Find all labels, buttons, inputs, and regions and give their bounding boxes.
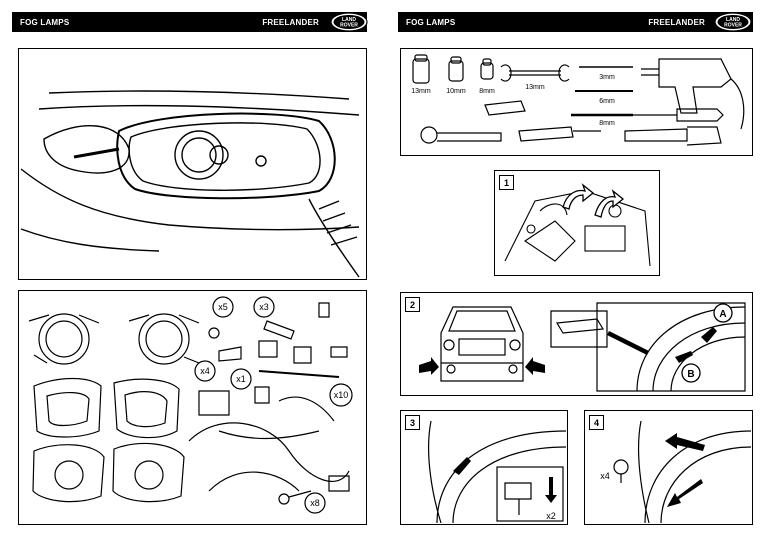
qty-badge-x8: x8 [304, 492, 326, 514]
step-2-drawing: A B [419, 302, 746, 392]
kit-contents-drawing: x5 x3 x4 x1 x10 x8 [28, 296, 353, 514]
callout-a: A [713, 303, 733, 323]
step-4-drawing: x4 [600, 420, 751, 523]
step-3-number: 3 [405, 415, 420, 430]
step-3-panel: 3 x2 [400, 410, 568, 525]
step-2-number: 2 [405, 297, 420, 312]
qty-x4-step-text: x4 [600, 471, 610, 481]
tool-drill-bit-8mm: 8mm [599, 120, 615, 127]
logo-line2-right: ROVER [724, 23, 742, 29]
tool-drill-bit-3mm: 3mm [599, 74, 615, 81]
left-header-title: FOG LAMPS [20, 17, 70, 27]
qty-x10-text: x10 [334, 390, 349, 400]
tool-socket-8mm: 8mm [479, 88, 495, 95]
step-1-engine-bay-drawing [504, 183, 651, 267]
qty-badge-x4: x4 [194, 360, 216, 382]
bumper-drawing [20, 90, 360, 278]
tool-socket-13mm: 13mm [411, 88, 431, 95]
step-4-number: 4 [589, 415, 604, 430]
right-header-model: FREELANDER [648, 17, 705, 27]
step-3-drawing: x2 [428, 420, 566, 523]
right-page-header: FOG LAMPS FREELANDER [398, 12, 753, 32]
land-rover-logo-right: LAND ROVER [714, 12, 752, 32]
vehicle-fog-lamp-illustration [18, 48, 367, 280]
left-header-model: FREELANDER [262, 17, 319, 27]
left-page-header: FOG LAMPS FREELANDER [12, 12, 367, 32]
qty-badge-x5: x5 [212, 296, 234, 318]
tools-required-panel: 13mm 10mm 8mm 13mm 3mm 6mm 8mm [400, 48, 753, 156]
qty-badge-x1: x1 [230, 368, 252, 390]
kit-contents-panel: x5 x3 x4 x1 x10 x8 [18, 290, 367, 525]
qty-x1-text: x1 [236, 374, 246, 384]
tool-drill-bit-6mm: 6mm [599, 98, 615, 105]
logo-line2: ROVER [340, 23, 358, 29]
right-header-title: FOG LAMPS [406, 17, 456, 27]
qty-x4-text: x4 [200, 366, 210, 376]
tools-drawing: 13mm 10mm 8mm 13mm 3mm 6mm 8mm [411, 54, 745, 146]
qty-badge-x3: x3 [253, 296, 275, 318]
callout-b-text: B [687, 369, 694, 380]
qty-x5-text: x5 [218, 302, 228, 312]
land-rover-logo-left: LAND ROVER [330, 12, 368, 32]
tool-socket-10mm: 10mm [446, 88, 466, 95]
tool-spanner-13mm: 13mm [525, 84, 545, 91]
callout-b: B [681, 363, 701, 383]
step-4-panel: 4 x4 [584, 410, 753, 525]
qty-x8-text: x8 [310, 498, 320, 508]
qty-x3-text: x3 [259, 302, 269, 312]
step-2-panel: 2 A [400, 292, 753, 396]
step-1-panel: 1 [494, 170, 660, 276]
qty-badge-x10: x10 [329, 383, 353, 407]
logo-line1-right: LAND [726, 17, 740, 23]
qty-x2-text: x2 [546, 511, 556, 521]
logo-line1: LAND [342, 17, 356, 23]
callout-a-text: A [719, 309, 726, 320]
step-1-number: 1 [499, 175, 514, 190]
